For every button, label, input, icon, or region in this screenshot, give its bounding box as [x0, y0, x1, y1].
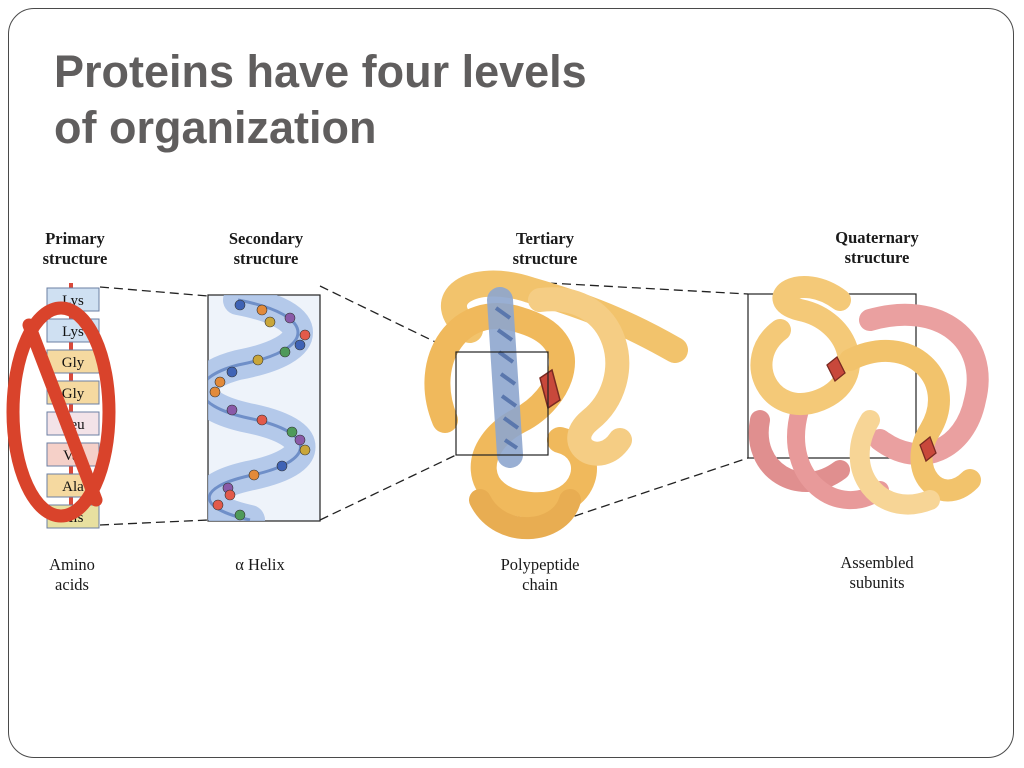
helix-atom: [299, 329, 311, 341]
helix-atom: [234, 509, 246, 521]
helix-atom: [279, 346, 291, 358]
quaternary-caption-line-2: subunits: [849, 573, 905, 592]
helix-atom: [276, 460, 288, 472]
amino-acid-box: Gly: [46, 380, 100, 405]
title-line-2: of organization: [54, 102, 377, 153]
tertiary-structure-label: Tertiary structure: [490, 229, 600, 269]
quaternary-structure-label: Quaternary structure: [812, 228, 942, 268]
title-line-1: Proteins have four levels: [54, 46, 587, 97]
tertiary-label-line-1: Tertiary: [515, 229, 575, 248]
primary-label-line-1: Primary: [45, 229, 105, 248]
helix-atom: [214, 376, 226, 388]
amino-acid-label: Gly: [62, 355, 85, 371]
helix-atom: [224, 489, 236, 501]
helix-atom: [286, 426, 298, 438]
tertiary-caption-line-2: chain: [522, 575, 558, 594]
helix-atom: [226, 404, 238, 416]
quaternary-label-line-2: structure: [844, 248, 910, 267]
primary-caption: Amino acids: [22, 555, 122, 595]
helix-atom: [256, 414, 268, 426]
tertiary-label-line-2: structure: [512, 249, 578, 268]
quaternary-assembly-illustration: [747, 276, 989, 515]
secondary-structure-label: Secondary structure: [208, 229, 324, 269]
helix-atom: [299, 444, 311, 456]
helix-atom: [248, 469, 260, 481]
helix-atom: [212, 499, 224, 511]
helix-atom: [284, 312, 296, 324]
tertiary-caption: Polypeptide chain: [480, 555, 600, 595]
secondary-caption: α Helix: [210, 555, 310, 575]
helix-atom: [226, 366, 238, 378]
slide-title: Proteins have four levels of organizatio…: [54, 44, 814, 156]
quaternary-caption-line-1: Assembled: [840, 553, 914, 572]
secondary-label-line-2: structure: [233, 249, 299, 268]
helix-atom: [294, 339, 306, 351]
secondary-caption-text: α Helix: [235, 555, 285, 574]
primary-caption-line-1: Amino: [49, 555, 95, 574]
helix-atom: [234, 299, 246, 311]
quaternary-label-line-1: Quaternary: [835, 228, 919, 247]
quaternary-caption: Assembled subunits: [817, 553, 937, 593]
helix-atom: [256, 304, 268, 316]
connector-lines: [99, 282, 749, 526]
amino-acid-label: Gly: [62, 386, 85, 402]
alpha-helix-illustration: [207, 294, 321, 522]
primary-structure-label: Primary structure: [25, 229, 125, 269]
helix-atom: [264, 316, 276, 328]
helix-atom: [294, 434, 306, 446]
secondary-label-line-1: Secondary: [228, 229, 304, 248]
amino-acid-label: Lys: [62, 324, 84, 340]
amino-acid-box: Gly: [46, 349, 100, 374]
tertiary-fold-illustration: [424, 270, 688, 540]
primary-label-line-2: structure: [42, 249, 108, 268]
tertiary-caption-line-1: Polypeptide: [500, 555, 580, 574]
prohibition-icon: [6, 301, 116, 523]
amino-acid-label: Ala: [62, 479, 84, 495]
primary-caption-line-2: acids: [55, 575, 89, 594]
helix-atom: [252, 354, 264, 366]
helix-atom: [209, 386, 221, 398]
